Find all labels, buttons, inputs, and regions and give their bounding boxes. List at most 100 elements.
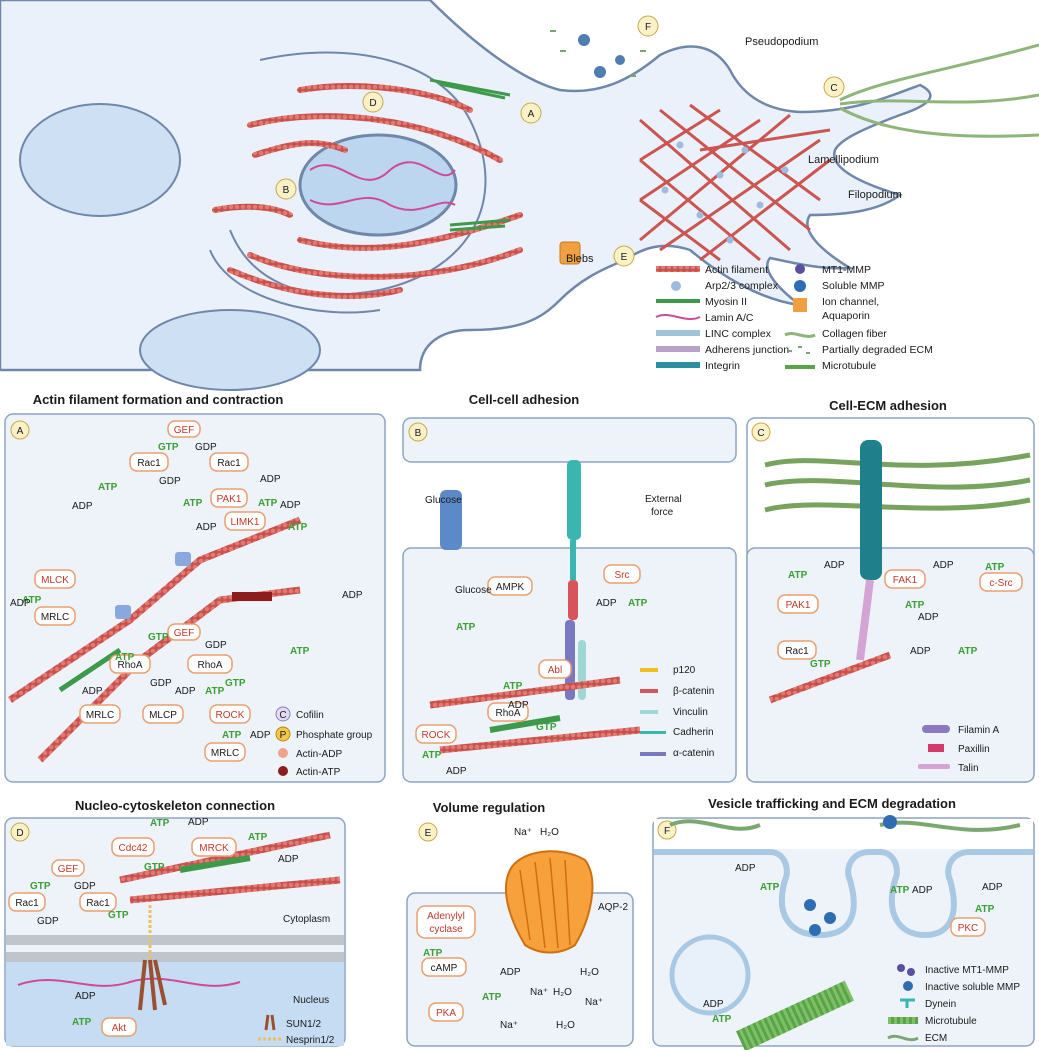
svg-text:ATP: ATP <box>248 832 268 843</box>
svg-text:ECM: ECM <box>925 1033 947 1044</box>
svg-text:ADP: ADP <box>446 766 467 777</box>
svg-text:ADP: ADP <box>75 991 96 1002</box>
svg-text:RhoA: RhoA <box>117 660 142 671</box>
svg-text:β-catenin: β-catenin <box>673 686 714 697</box>
svg-text:GDP: GDP <box>74 881 96 892</box>
svg-text:ADP: ADP <box>824 560 845 571</box>
svg-text:ATP: ATP <box>22 595 42 606</box>
aquaporin-icon <box>559 241 581 265</box>
svg-text:H₂O: H₂O <box>540 827 559 838</box>
neighbor-nucleus-2 <box>139 309 321 391</box>
svg-text:Nesprin1/2: Nesprin1/2 <box>286 1035 335 1046</box>
svg-text:B: B <box>283 185 290 196</box>
svg-text:c-Src: c-Src <box>989 578 1012 589</box>
overview-markers: A B C D E F <box>275 15 845 267</box>
svg-text:Rac1: Rac1 <box>15 898 39 909</box>
svg-text:Actin-ATP: Actin-ATP <box>296 767 341 778</box>
svg-text:External: External <box>645 494 682 505</box>
label-blebs: Blebs <box>566 253 594 265</box>
svg-text:Partially degraded ECM: Partially degraded ECM <box>822 344 933 356</box>
svg-text:F: F <box>645 22 651 33</box>
svg-text:ATP: ATP <box>288 522 308 533</box>
svg-text:ADP: ADP <box>342 590 363 601</box>
panel-e-title: Volume regulation <box>433 800 545 815</box>
svg-text:Microtubule: Microtubule <box>822 360 876 372</box>
svg-text:Inactive soluble MMP: Inactive soluble MMP <box>925 982 1020 993</box>
svg-text:ADP: ADP <box>703 999 724 1010</box>
svg-text:Vinculin: Vinculin <box>673 707 708 718</box>
svg-text:ADP: ADP <box>735 863 756 874</box>
collagen-fibers <box>839 43 1039 138</box>
panel-f-title: Vesicle trafficking and ECM degradation <box>708 796 956 811</box>
svg-text:H₂O: H₂O <box>580 967 599 978</box>
label-filopodium: Filopodium <box>848 189 902 201</box>
panel-d-title: Nucleo-cytoskeleton connection <box>75 798 275 813</box>
svg-text:Akt: Akt <box>112 1023 127 1034</box>
svg-text:Integrin: Integrin <box>705 360 740 372</box>
svg-text:C: C <box>279 710 286 721</box>
svg-text:MRCK: MRCK <box>199 843 229 854</box>
svg-text:GDP: GDP <box>150 678 172 689</box>
svg-text:Talin: Talin <box>958 763 979 774</box>
svg-text:D: D <box>369 98 376 109</box>
svg-text:Adherens junction: Adherens junction <box>705 344 789 356</box>
svg-text:ATP: ATP <box>258 498 278 509</box>
svg-text:ATP: ATP <box>150 818 170 829</box>
panel-d: D ATP ADP Cdc42 MRCK GTP ATP ADP GEF GTP… <box>4 817 346 1047</box>
svg-text:ATP: ATP <box>98 482 118 493</box>
svg-text:ROCK: ROCK <box>216 710 245 721</box>
svg-text:Cytoplasm: Cytoplasm <box>283 914 330 925</box>
svg-text:E: E <box>621 252 628 263</box>
svg-text:MRLC: MRLC <box>86 710 114 721</box>
svg-text:SUN1/2: SUN1/2 <box>286 1019 321 1030</box>
svg-text:Abl: Abl <box>548 665 562 676</box>
svg-text:GTP: GTP <box>158 442 179 453</box>
svg-text:GTP: GTP <box>144 862 165 873</box>
svg-text:Microtubule: Microtubule <box>925 1016 977 1027</box>
svg-text:Src: Src <box>615 570 630 581</box>
svg-text:ATP: ATP <box>975 904 995 915</box>
svg-text:P: P <box>280 730 287 741</box>
svg-text:PKA: PKA <box>436 1008 456 1019</box>
svg-text:H₂O: H₂O <box>556 1020 575 1031</box>
panel-c-title: Cell-ECM adhesion <box>829 398 947 413</box>
svg-text:ATP: ATP <box>456 622 476 633</box>
svg-text:ATP: ATP <box>760 882 780 893</box>
svg-text:cyclase: cyclase <box>429 924 463 935</box>
svg-text:Actin-ADP: Actin-ADP <box>296 749 342 760</box>
svg-text:ATP: ATP <box>72 1017 92 1028</box>
svg-text:Actin filament: Actin filament <box>705 264 768 276</box>
svg-text:ATP: ATP <box>115 652 135 663</box>
svg-text:ADP: ADP <box>918 612 939 623</box>
svg-text:ADP: ADP <box>280 500 301 511</box>
svg-text:Na⁺: Na⁺ <box>530 987 548 998</box>
svg-text:ATP: ATP <box>958 646 978 657</box>
svg-text:Na⁺: Na⁺ <box>585 997 603 1008</box>
lamellipodium-mesh <box>639 103 831 262</box>
svg-text:Myosin II: Myosin II <box>705 296 747 308</box>
svg-text:GEF: GEF <box>174 425 195 436</box>
svg-text:F: F <box>664 826 670 837</box>
svg-text:MRLC: MRLC <box>211 748 239 759</box>
svg-text:FAK1: FAK1 <box>893 575 918 586</box>
svg-text:Arp2/3 complex: Arp2/3 complex <box>705 280 779 292</box>
actin-bundles <box>212 83 523 299</box>
svg-text:GTP: GTP <box>108 910 129 921</box>
label-pseudopodium: Pseudopodium <box>745 36 818 48</box>
svg-text:ADP: ADP <box>260 474 281 485</box>
arp-dots <box>661 141 789 244</box>
svg-text:ATP: ATP <box>890 885 910 896</box>
svg-text:GDP: GDP <box>159 476 181 487</box>
svg-text:Cdc42: Cdc42 <box>119 843 148 854</box>
svg-text:A: A <box>528 109 535 120</box>
svg-text:GTP: GTP <box>148 632 169 643</box>
svg-text:Na⁺: Na⁺ <box>500 1020 518 1031</box>
svg-text:GDP: GDP <box>195 442 217 453</box>
svg-text:ADP: ADP <box>912 885 933 896</box>
svg-text:ADP: ADP <box>250 730 271 741</box>
svg-text:GTP: GTP <box>810 659 831 670</box>
svg-text:Rac1: Rac1 <box>86 898 110 909</box>
svg-text:Paxillin: Paxillin <box>958 744 990 755</box>
svg-text:ATP: ATP <box>905 600 925 611</box>
svg-text:PKC: PKC <box>958 923 979 934</box>
